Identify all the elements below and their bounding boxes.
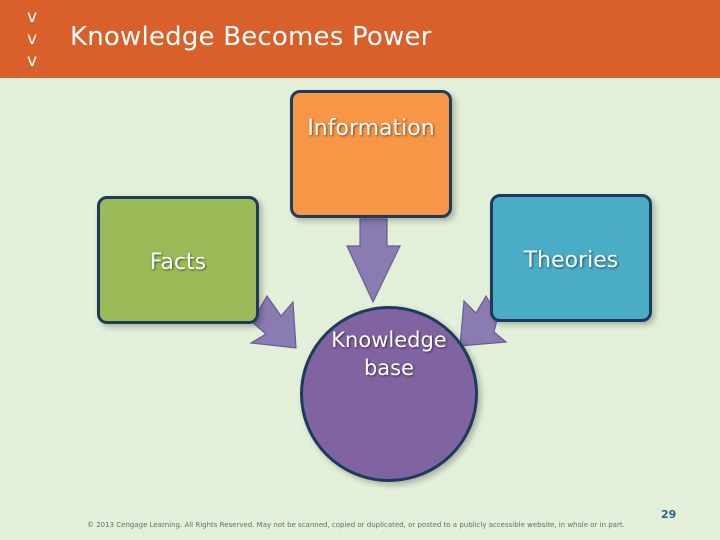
copyright-notice: © 2013 Cengage Learning. All Rights Rese…	[87, 521, 625, 529]
information-label: Information	[307, 115, 435, 141]
knowledge-base-line-1: Knowledge	[331, 328, 447, 352]
knowledge-base-label: Knowledge base	[331, 328, 446, 402]
page-number: 29	[661, 508, 677, 521]
knowledge-base-circle: Knowledge base	[300, 306, 478, 482]
chevron-down-icon: v	[26, 7, 38, 27]
slide-title: Knowledge Becomes Power	[70, 22, 432, 52]
slide-header: v v v Knowledge Becomes Power	[0, 0, 720, 78]
facts-label: Facts	[149, 249, 207, 275]
chevron-down-icon: v	[26, 51, 38, 71]
information-box: Information	[290, 90, 452, 218]
theories-label: Theories	[523, 247, 619, 273]
facts-box: Facts	[97, 196, 259, 324]
arrow-information-to-knowledge-base	[346, 218, 401, 304]
chevron-down-icon: v	[26, 29, 38, 49]
chevron-bullets: v v v	[22, 6, 42, 72]
knowledge-base-line-2: base	[363, 356, 415, 380]
theories-box: Theories	[490, 194, 652, 322]
